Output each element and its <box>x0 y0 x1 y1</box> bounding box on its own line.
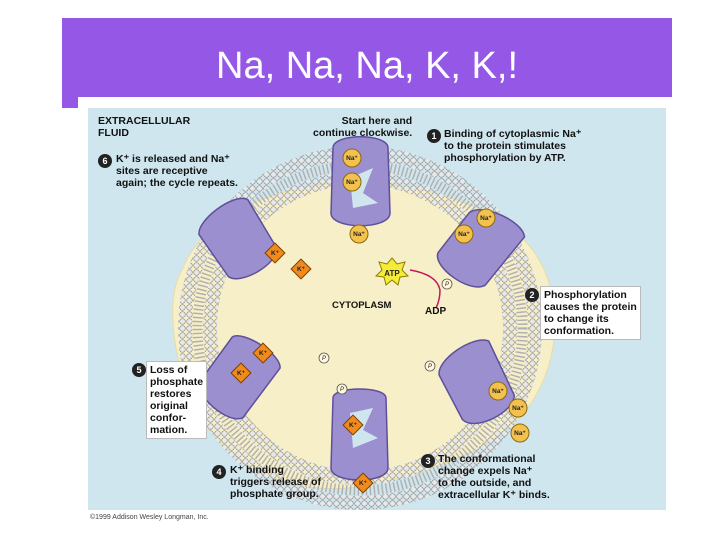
pump-protein-bottom <box>330 388 389 481</box>
copyright-notice: ©1999 Addison Wesley Longman, Inc. <box>90 514 209 521</box>
step-2-badge: 2 <box>525 288 539 302</box>
step-1-text: Binding of cytoplasmic Na⁺ to the protei… <box>444 128 582 164</box>
pump-protein-lower-right <box>438 339 516 425</box>
phosphate-groups <box>318 278 453 395</box>
sodium-potassium-pump-figure: Na⁺ Na⁺ Na⁺ Na⁺ Na⁺ Na⁺ Na⁺ Na⁺ K⁺ K⁺ K⁺… <box>88 108 666 510</box>
step-5-text: Loss of phosphate restores original conf… <box>146 361 208 439</box>
atp-arrow <box>409 269 441 291</box>
sodium-ions <box>342 148 530 443</box>
na-ion-label: Na⁺ <box>512 405 524 412</box>
potassium-ions <box>230 242 374 494</box>
step-1-badge: 1 <box>427 129 441 143</box>
cytoplasm-label: CYTOPLASM <box>332 300 392 311</box>
step-5-badge: 5 <box>132 363 146 377</box>
phosphate-label: P <box>340 387 344 393</box>
step-4-text: K⁺ binding triggers release of phosphate… <box>230 464 322 500</box>
left-accent-bar <box>62 18 78 108</box>
na-ion-label: Na⁺ <box>458 231 470 238</box>
step-2-text: Phosphorylation causes the protein to ch… <box>540 286 641 340</box>
k-ion-label: K⁺ <box>271 250 280 257</box>
step-3-text: The conformational change expels Na⁺ to … <box>438 453 550 501</box>
k-ion-label: K⁺ <box>259 350 268 357</box>
pump-cycle-diagram: Na⁺ Na⁺ Na⁺ Na⁺ Na⁺ Na⁺ Na⁺ Na⁺ K⁺ K⁺ K⁺… <box>172 136 556 510</box>
na-ion-label: Na⁺ <box>480 215 492 222</box>
na-ion-label: Na⁺ <box>346 179 358 186</box>
k-ion-label: K⁺ <box>237 370 246 377</box>
atp-label: ATP <box>384 269 400 278</box>
na-ion-label: Na⁺ <box>353 231 365 238</box>
phosphate-label: P <box>445 282 449 288</box>
adp-label: ADP <box>425 306 446 317</box>
step-6-text: K⁺ is released and Na⁺ sites are recepti… <box>116 153 238 189</box>
start-here-label: Start here and continue clockwise. <box>313 115 413 139</box>
na-ion-label: Na⁺ <box>492 388 504 395</box>
k-ion-label: K⁺ <box>297 266 306 273</box>
k-ion-label: K⁺ <box>359 480 368 487</box>
na-ion-label: Na⁺ <box>346 155 358 162</box>
step-6-badge: 6 <box>98 154 112 168</box>
phosphate-label: P <box>322 356 326 362</box>
extracellular-fluid-label: EXTRACELLULAR FLUID <box>98 115 191 139</box>
k-ion-label: K⁺ <box>349 422 358 429</box>
slide-title: Na, Na, Na, K, K,! <box>216 45 518 87</box>
phosphate-label: P <box>428 364 432 370</box>
title-bar: Na, Na, Na, K, K,! <box>62 18 672 97</box>
step-3-badge: 3 <box>421 454 435 468</box>
atp-star: ATP <box>374 257 410 286</box>
step-4-badge: 4 <box>212 465 226 479</box>
na-ion-label: Na⁺ <box>514 430 526 437</box>
